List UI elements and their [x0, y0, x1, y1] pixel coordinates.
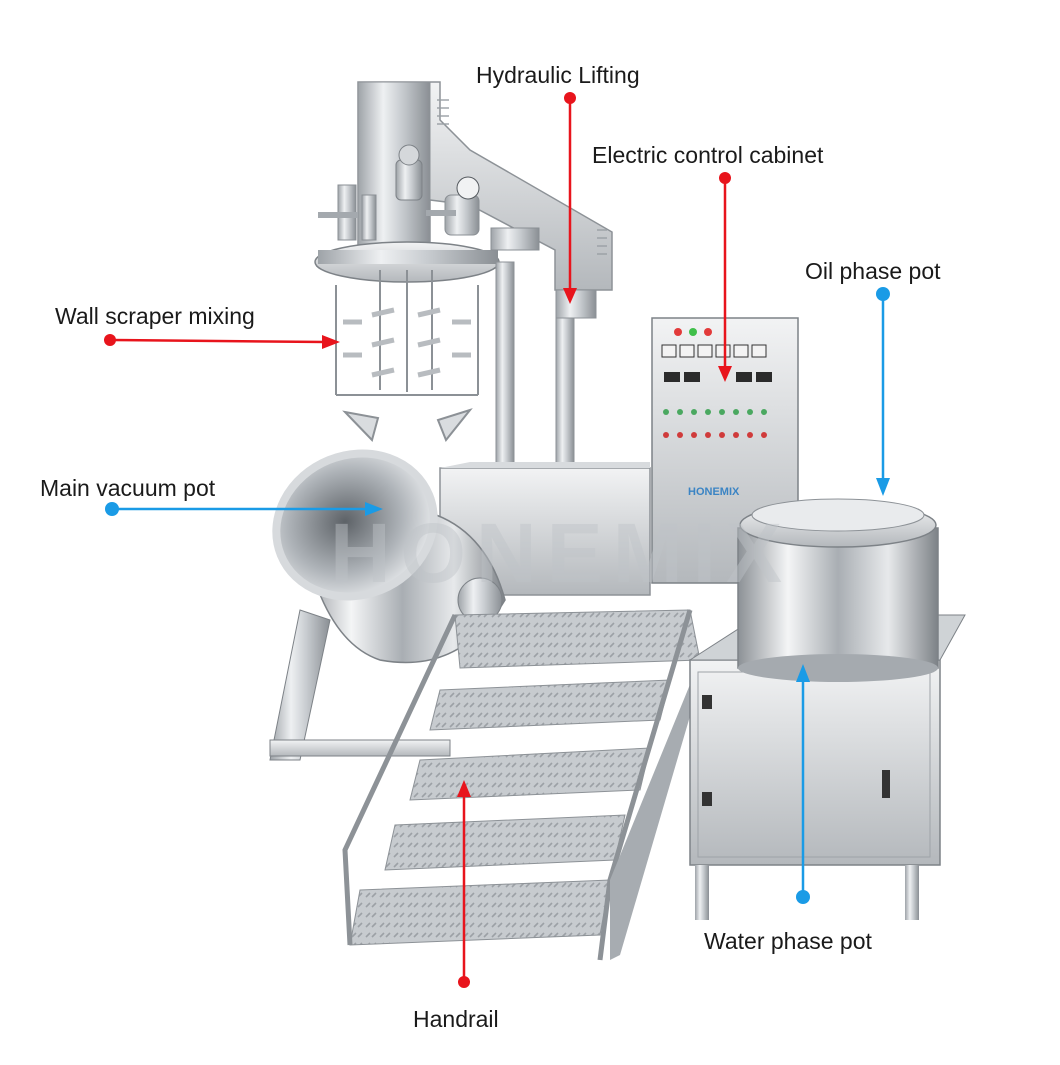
label-oil-phase-pot: Oil phase pot — [805, 258, 941, 284]
label-electric-control-cabinet: Electric control cabinet — [592, 142, 824, 168]
pointer-electric-control-cabinet — [718, 172, 732, 382]
label-main-vacuum-pot: Main vacuum pot — [40, 475, 216, 501]
label-handrail: Handrail — [413, 1006, 499, 1032]
stairs-platform — [342, 609, 705, 961]
pointer-hydraulic-lifting — [563, 92, 577, 304]
pointer-wall-scraper-mixing — [104, 334, 340, 349]
watermark: HONEMIX — [330, 506, 792, 600]
label-wall-scraper-mixing: Wall scraper mixing — [55, 303, 255, 329]
cabinet-logo: HONEMIX — [688, 486, 740, 498]
hydraulic-columns — [495, 261, 597, 468]
label-hydraulic-lifting: Hydraulic Lifting — [476, 62, 640, 88]
base-housing — [439, 462, 651, 596]
pointer-water-phase-pot — [796, 664, 810, 904]
pointer-main-vacuum-pot — [105, 502, 383, 516]
pointer-oil-phase-pot — [876, 287, 890, 496]
pointer-handrail — [457, 780, 471, 988]
oil-phase-pot — [737, 498, 939, 682]
scraper-agitator — [335, 270, 479, 442]
label-water-phase-pot: Water phase pot — [704, 928, 872, 954]
vacuum-lid-assembly — [314, 144, 540, 283]
callout-pointers — [104, 92, 890, 988]
